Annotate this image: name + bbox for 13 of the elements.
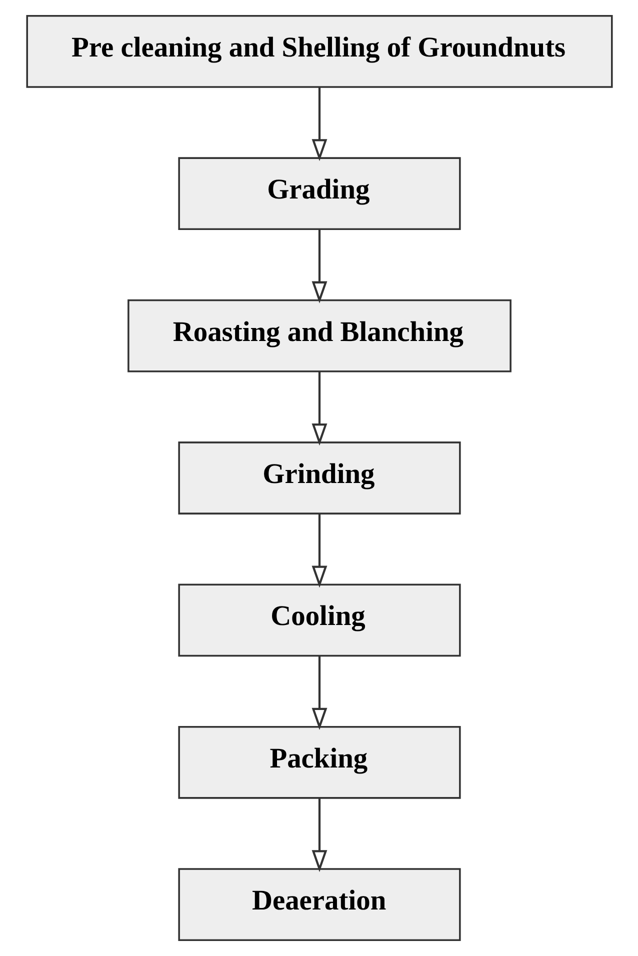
node-box: Grading — [178, 157, 460, 230]
node-box: Grinding — [178, 442, 460, 514]
node-box: Deaeration — [178, 868, 460, 942]
node-box: Packing — [178, 726, 460, 799]
arrow — [311, 514, 327, 588]
arrow — [311, 87, 327, 162]
arrow — [311, 372, 327, 446]
node-box: Roasting and Blanching — [127, 299, 511, 372]
node-box: Cooling — [178, 584, 460, 657]
arrow — [311, 656, 327, 730]
arrow — [311, 230, 327, 304]
node-box: Pre cleaning and Shelling of Groundnuts — [26, 14, 612, 88]
arrow — [311, 798, 327, 872]
